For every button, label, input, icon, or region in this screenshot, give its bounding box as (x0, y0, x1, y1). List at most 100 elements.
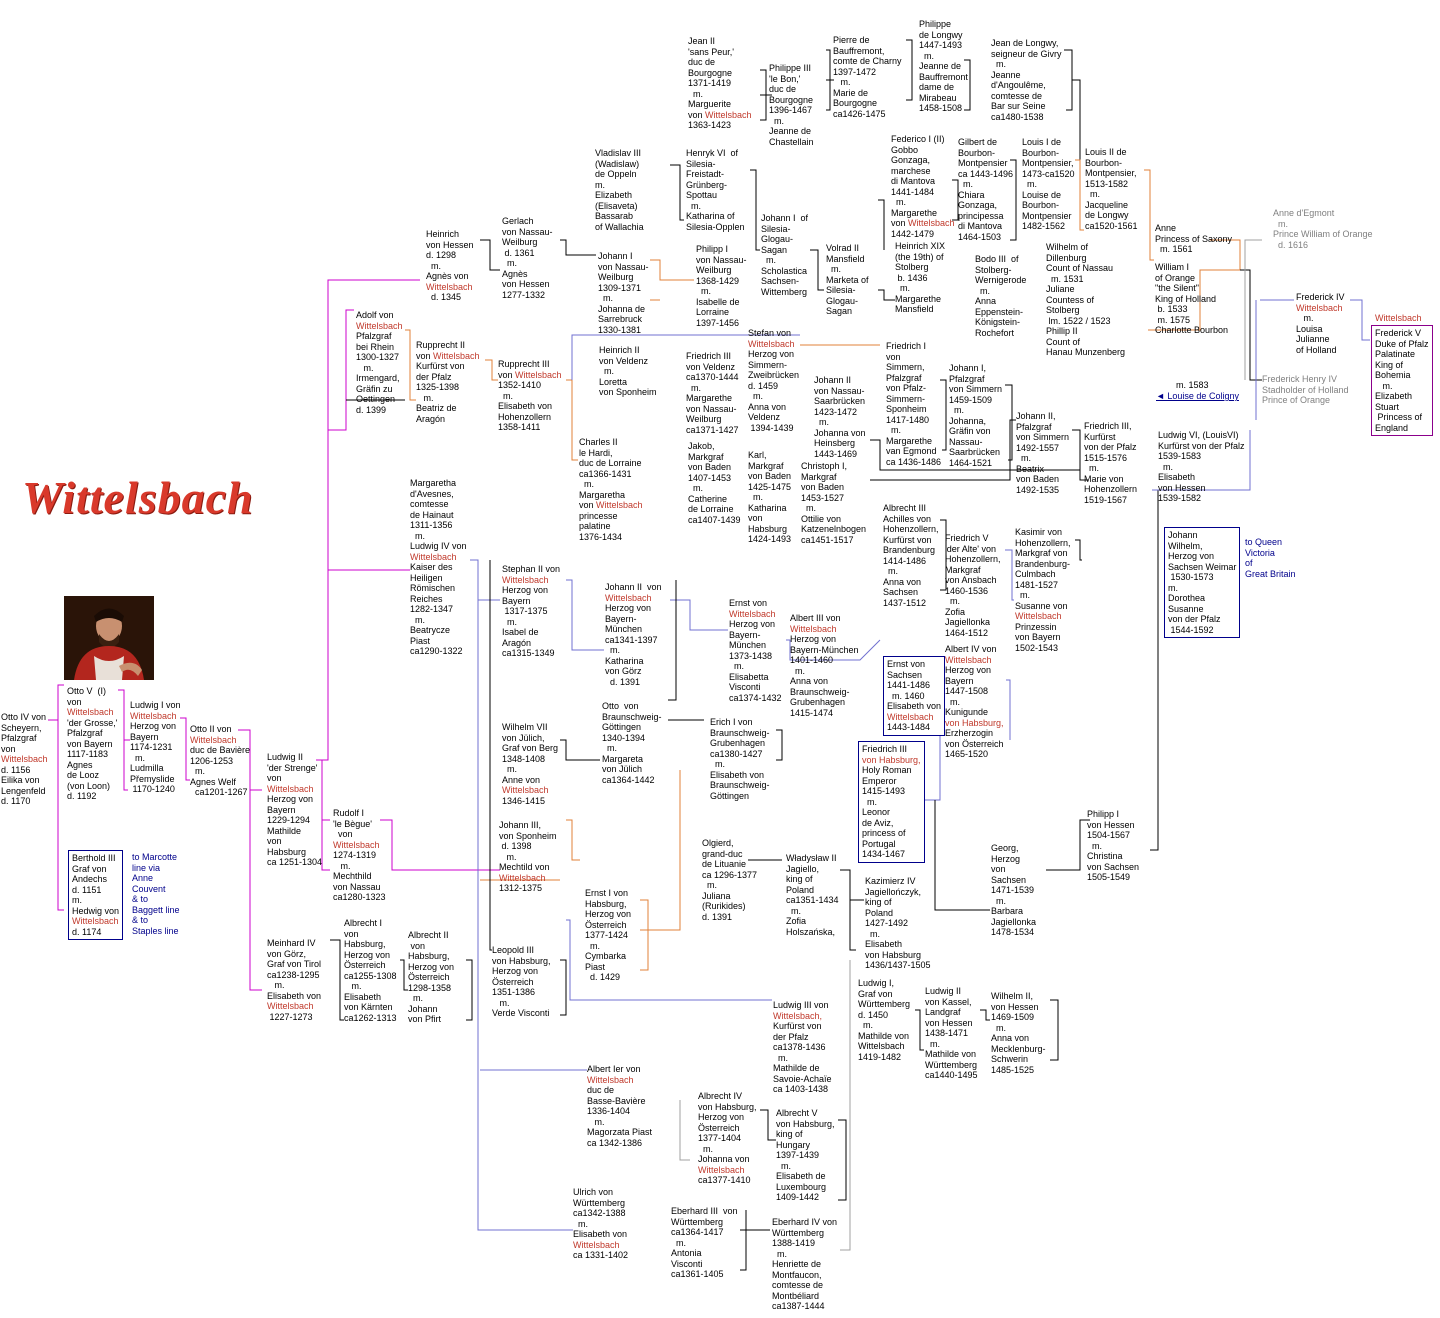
person-albrecht4: Albrecht IV von Habsburg, Herzog von Öst… (698, 1091, 757, 1185)
person-erich1: Erich I von Braunschweig- Grubenhagen ca… (710, 717, 770, 801)
connector-line (560, 739, 600, 761)
person-albrecht2: Albrecht II von Habsburg, Herzog von Öst… (408, 930, 455, 1024)
connector-line (566, 819, 580, 861)
person-pierre: Pierre de Bauffremont, comte de Charny 1… (833, 35, 902, 119)
person-jean2: Jean II 'sans Peur,' duc de Bourgogne 13… (688, 36, 752, 130)
connector-line (670, 164, 684, 221)
connector-line (934, 800, 990, 911)
connector-line (1072, 79, 1081, 180)
connector-line (322, 279, 420, 761)
person-heinrich-hessen: Heinrich von Hessen d. 1298 m. Agnès von… (426, 229, 474, 302)
connector-line (1144, 169, 1154, 261)
person-ludwig1: Ludwig I von Wittelsbach Herzog von Baye… (130, 700, 181, 794)
person-otto-braun: Otto von Braunschweig- Göttingen 1340-13… (602, 701, 662, 785)
person-jakob: Jakob, Markgraf von Baden 1407-1453 m. C… (688, 441, 741, 525)
connector-line (330, 939, 344, 1021)
connector-line (750, 169, 760, 251)
person-johann1-silesia: Johann I of Silesia- Glogau- Sagan m. Sc… (761, 213, 809, 297)
person-louis2: Louis II de Bourbon- Montpensier, 1513-1… (1085, 147, 1138, 231)
connector-line (840, 869, 864, 901)
person-jean-longwy: Jean de Longwy, seigneur de Givry m. Jea… (991, 38, 1062, 122)
connector-line (1210, 239, 1241, 270)
person-otto4: Otto IV von Scheyern, Pfalzgraf von Witt… (1, 712, 48, 806)
person-ernst-sachsen: Ernst von Sachsen 1441-1486 m. 1460 Elis… (883, 656, 946, 736)
person-johann3: Johann III, von Sponheim d. 1398 m. Mech… (499, 820, 557, 893)
person-eberhard3: Eberhard III von Württemberg ca1364-1417… (671, 1206, 738, 1279)
connector-line (1046, 819, 1090, 871)
person-ernst-bayern: Ernst von Wittelsbach Herzog von Bayern-… (729, 598, 782, 703)
person-albrecht5: Albrecht V von Habsburg, king of Hungary… (776, 1108, 835, 1202)
connector-line (964, 59, 971, 111)
person-wilhelm-dill: Wilhelm of Dillenburg Count of Nassau m.… (1046, 242, 1126, 357)
connector-line (1072, 429, 1088, 481)
person-frederick-henry: Frederick Henry IV Stadholder of Holland… (1262, 374, 1349, 405)
person-adolf: Adolf von Wittelsbach Pfalzgraf bei Rhei… (356, 310, 403, 415)
person-albert1: Albert Ier von Wittelsbach duc de Basse-… (587, 1064, 653, 1148)
person-rudolf1: Rudolf I 'le Bègue' von Wittelsbach 1274… (333, 808, 386, 902)
person-anne-egmont: Anne d'Egmont m. Prince William of Orang… (1273, 208, 1373, 250)
person-frederick4: Frederick IV Wittelsbach m. Louisa Julia… (1296, 292, 1345, 355)
connector-line (57, 720, 64, 911)
person-ernst1-habs: Ernst I von Habsburg, Herzog von Österre… (585, 888, 632, 982)
person-wilhelm2: Wilhelm II, von Hessen 1469-1509 m. Anna… (991, 991, 1046, 1075)
connector-line (477, 600, 573, 1231)
connector-line (679, 1100, 690, 1161)
person-louis1: Louis I de Bourbon- Montpensier, 1473-ca… (1022, 137, 1075, 231)
person-marcotte: to Marcotte line via Anne Couvent & to B… (132, 852, 180, 936)
person-friedrich5-hohen: Friedrich V 'der Alte' von Hohenzollern,… (945, 533, 1001, 638)
connector-line (1148, 269, 1240, 331)
louise-de-coligny-link[interactable]: ◄ Louise de Coligny (1156, 391, 1239, 401)
person-queen-victoria: to Queen Victoria of Great Britain (1245, 537, 1296, 579)
person-henryk6: Henryk VI of Silesia- Freistadt- Grünber… (686, 148, 745, 232)
connector-line (321, 820, 330, 871)
connector-line (1244, 239, 1262, 380)
connector-line (838, 1119, 847, 1201)
connector-line (1240, 269, 1262, 381)
person-vladislav3: Vladislav III (Wadislaw) de Oppeln m. El… (595, 148, 644, 232)
connector-line (1075, 159, 1084, 231)
connector-line (238, 729, 262, 791)
person-rupprecht3: Rupprecht III von Wittelsbach 1352-1410 … (498, 359, 562, 432)
connector-line (849, 900, 856, 951)
person-friedrich3-veldenz: Friedrich III von Veldenz ca1370-1444 m.… (686, 351, 739, 435)
connector-line (940, 519, 947, 591)
person-wilhelm7: Wilhelm VII von Jülich, Graf von Berg 13… (502, 722, 559, 806)
person-johann2-bayern: Johann II von Wittelsbach Herzog von Bay… (605, 582, 662, 687)
connector-line (380, 819, 500, 871)
connector-line (870, 439, 1080, 471)
portrait-image (64, 596, 154, 680)
connector-line (249, 790, 262, 991)
person-wladyslaw2: Władysław II Jagiello, king of Poland ca… (786, 853, 839, 937)
person-olgierd: Olgierd, grand-duc de Lituanie ca 1296-1… (702, 838, 758, 922)
connector-line (1152, 430, 1251, 491)
person-william1: William I of Orange "the Silent" King of… (1155, 262, 1229, 335)
connector-line (760, 1109, 776, 1141)
person-kazimierz: Kazimierz IV Jagiellończyk, king of Pola… (865, 876, 931, 970)
connector-line (1005, 549, 1014, 601)
person-christoph: Christoph I, Markgraf von Baden 1453-152… (801, 461, 867, 545)
connector-line (1050, 999, 1059, 1061)
connector-line (328, 309, 354, 431)
person-johann1-nassau: Johann I von Nassau- Weilburg 1309-1371 … (598, 251, 649, 335)
connector-line (566, 919, 772, 1001)
person-heinrich2-veldenz: Heinrich II von Veldenz m. Loretta von S… (599, 345, 657, 397)
person-philippe3: Philippe III 'le Bon,' duc de Bourgogne … (769, 63, 814, 147)
connector-line (906, 39, 913, 101)
connector-line (940, 379, 947, 451)
connector-line (640, 899, 649, 971)
person-coligny-m: m. 1583 (1176, 380, 1209, 390)
person-philippe-longwy: Philippe de Longwy 1447-1493 m. Jeanne d… (919, 19, 968, 113)
connector-line (560, 239, 596, 256)
person-kasimir: Kasimir von Hohenzollern, Markgraf von B… (1015, 527, 1071, 653)
person-ludwig2-kassel: Ludwig II von Kassel, Landgraf von Hesse… (925, 986, 978, 1080)
connector-line (405, 329, 416, 401)
person-gilbert: Gilbert de Bourbon- Montpensier ca 1443-… (958, 137, 1014, 242)
connector-line (1350, 299, 1370, 341)
connector-line (878, 199, 885, 250)
connector-line (740, 1210, 747, 1271)
connector-line (316, 759, 330, 821)
connector-line (870, 419, 1016, 481)
person-friedrich3-pfalz: Friedrich III, Kurfürst von der Pfalz 15… (1084, 421, 1138, 505)
person-federico: Federico I (II) Gobbo Gonzaga, marchese … (891, 134, 955, 239)
